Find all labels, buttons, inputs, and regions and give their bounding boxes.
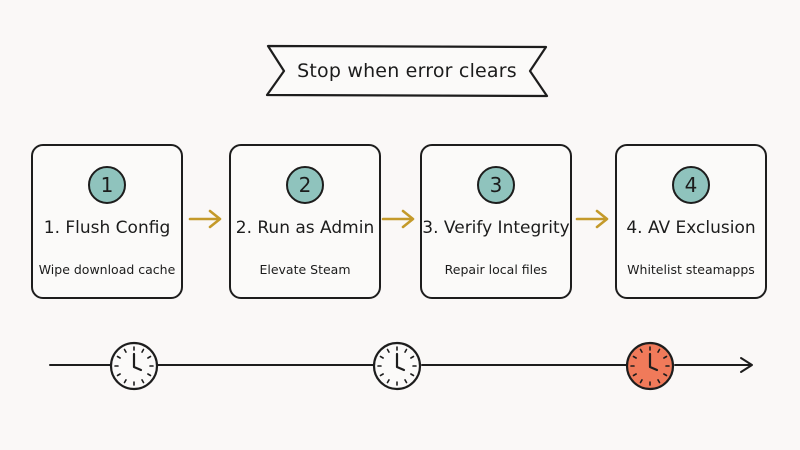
arrow-right-icon: [381, 209, 415, 229]
step-number-badge: 3: [477, 166, 515, 204]
clock-icon: [372, 341, 422, 391]
step-title: 4. AV Exclusion: [626, 218, 756, 238]
step-title: 1. Flush Config: [43, 218, 171, 238]
banner-title: Stop when error clears: [297, 60, 517, 82]
clock-icon-active: [625, 341, 675, 391]
step-number-badge: 4: [672, 166, 710, 204]
step-title: 3. Verify Integrity: [422, 218, 570, 238]
step-card-2: 2 2. Run as Admin Elevate Steam: [229, 144, 381, 299]
arrow-right-icon: [188, 209, 222, 229]
step-title: 2. Run as Admin: [235, 218, 375, 238]
step-subtitle: Repair local files: [444, 262, 548, 277]
title-banner: Stop when error clears: [262, 42, 552, 100]
arrow-right-icon: [575, 209, 609, 229]
clock-icon: [109, 341, 159, 391]
step-subtitle: Wipe download cache: [38, 262, 176, 277]
step-subtitle: Elevate Steam: [259, 262, 351, 277]
arrow-head-icon: [740, 357, 753, 373]
step-number-badge: 1: [88, 166, 126, 204]
step-card-4: 4 4. AV Exclusion Whitelist steamapps: [615, 144, 767, 299]
timeline: [49, 341, 753, 391]
step-card-3: 3 3. Verify Integrity Repair local files: [420, 144, 572, 299]
banner-ribbon-shape: [265, 44, 549, 98]
step-number-badge: 2: [286, 166, 324, 204]
step-subtitle: Whitelist steamapps: [627, 262, 755, 277]
step-card-1: 1 1. Flush Config Wipe download cache: [31, 144, 183, 299]
